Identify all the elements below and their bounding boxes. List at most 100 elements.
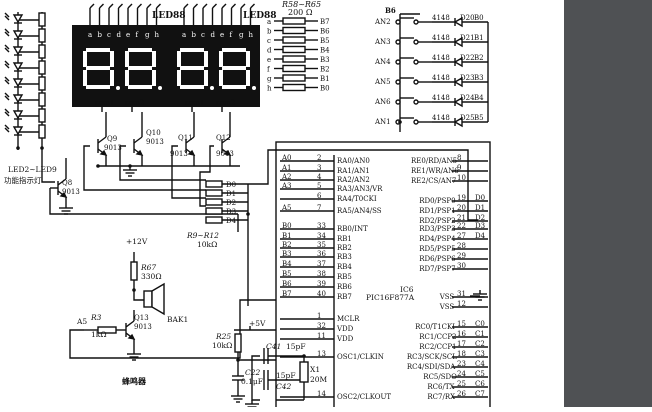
segment-bar — [204, 70, 208, 86]
button-contact — [413, 19, 419, 25]
button-contact — [395, 59, 401, 65]
display-right-label: LED88 — [243, 11, 277, 21]
segment-pin-tick — [127, 3, 133, 9]
mcu-left-pin-name: VDD — [336, 335, 354, 343]
mcu-right-pin-number: 30 — [457, 262, 466, 270]
mcu-right-pin-name: RD1/PSP1 — [419, 207, 455, 215]
q9-label: Q9 — [107, 135, 117, 143]
resistor-bank-port: B2 — [320, 66, 330, 74]
led-diode-icon — [12, 78, 24, 88]
r67-resistor — [130, 261, 138, 281]
q13-label: Q13 — [134, 314, 149, 322]
mcu-left-net: B6 — [282, 280, 292, 288]
mcu-right-pin-number: 23 — [457, 360, 466, 368]
junction-dot — [128, 164, 132, 168]
q8-drive-wire — [49, 188, 238, 215]
component-layer — [4, 12, 491, 411]
mcu-right-net: C7 — [475, 390, 485, 398]
display-left-label: LED88 — [152, 11, 186, 21]
mcu-right-pin-name: RD0/PSP0 — [419, 197, 455, 205]
right-dark-panel — [564, 0, 652, 407]
mcu-left-pin-name: OSC2/CLKOUT — [337, 393, 391, 401]
q12-base-wire — [199, 145, 214, 207]
q8-part: 9013 — [62, 188, 80, 196]
led-emission-icon — [4, 12, 10, 18]
segment-letter-right: a — [182, 31, 186, 39]
mcu-right-pin-name: RE0/RD/AN5 — [411, 157, 457, 165]
resistor-bank-resistor — [282, 45, 306, 54]
mcu-left-pin-number: 4 — [317, 173, 322, 181]
mcu-right-net: C3 — [475, 350, 485, 358]
mcu-left-net: A3 — [281, 182, 292, 190]
led-diode-icon — [12, 46, 24, 56]
button-port: B2 — [474, 54, 484, 62]
mcu-right-pin-number: 31 — [457, 290, 466, 298]
segment-letter-right: c — [201, 31, 205, 39]
mcu-right-net: D0 — [475, 194, 485, 202]
diode-icon — [453, 76, 463, 88]
segment-bar — [125, 70, 129, 86]
resistor-bank-input-letter: f — [267, 66, 271, 74]
portd-resistor — [205, 180, 223, 188]
mcu-left-net: B7 — [282, 290, 292, 298]
segment-bar — [128, 66, 152, 70]
segment-letter-left: e — [126, 31, 130, 39]
mcu-left-net: A2 — [281, 173, 292, 181]
mcu-left-pin-name: RA4/T0CKI — [337, 195, 377, 203]
mcu-right-pin-number: 15 — [457, 320, 466, 328]
mcu-left-pin-name: RA5/AN4/SS — [337, 207, 382, 215]
segment-pin-tick — [231, 3, 236, 9]
buzzer-link — [133, 290, 144, 301]
mcu-right-pin-name: RC2/CCP1 — [419, 343, 456, 351]
mcu-right-pin-number: 22 — [457, 222, 466, 230]
junction-dot — [40, 146, 44, 150]
segment-pin-tick — [118, 3, 123, 9]
resistor-bank-resistor — [282, 64, 306, 73]
junction-dot — [302, 354, 306, 358]
mcu-left-pin-name: RB7 — [337, 293, 352, 301]
mcu-right-net: C5 — [475, 370, 485, 378]
q9-base-wire — [83, 145, 206, 191]
led-emission-icon — [4, 47, 10, 53]
mcu-right-pin-number: 17 — [457, 340, 466, 348]
resistor-bank-input-letter: h — [267, 85, 272, 93]
led-emission-icon — [4, 111, 10, 117]
segment-pin-tick — [183, 3, 189, 9]
resistor-bank-resistor — [282, 55, 306, 63]
portd-resistor-value: 10kΩ — [197, 240, 217, 249]
mcu-right-pin-number: 28 — [457, 242, 466, 250]
osc-x1-value: 20M — [310, 375, 328, 384]
mcu-left-pin-number: 34 — [317, 232, 326, 240]
mcu-left-pin-number: 37 — [317, 260, 326, 268]
mcu-left-pin-number: 13 — [317, 350, 326, 358]
diode-ref: D24 — [460, 94, 475, 102]
led-diode-icon — [12, 14, 24, 24]
segment-pin-tick — [108, 3, 114, 9]
decimal-point — [210, 86, 214, 90]
mcu-left-net: B1 — [282, 232, 292, 240]
junction-dot — [96, 164, 100, 168]
mcu-left-pin-number: 35 — [317, 241, 326, 249]
mcu-left-net: B2 — [282, 241, 292, 249]
led-emission-icon — [4, 15, 10, 21]
button-port: B4 — [474, 94, 484, 102]
mcu-left-net: A0 — [281, 154, 292, 162]
junction-dot — [132, 288, 136, 292]
portd-d3: D3 — [226, 208, 236, 216]
mcu-left-pin-number: 32 — [317, 322, 326, 330]
button-contact — [413, 119, 419, 125]
led-diode-icon — [12, 126, 24, 136]
segment-bar — [86, 66, 110, 70]
r25-resistor — [234, 333, 242, 353]
mcu-right-pin-number: 16 — [457, 330, 466, 338]
led-emission-icon — [4, 108, 10, 114]
mcu-right-pin-name: RE2/CS/AN7 — [411, 177, 456, 185]
led-resistor — [38, 76, 46, 91]
q10-collector — [133, 136, 143, 144]
resistor-bank-port: B7 — [320, 18, 330, 26]
mcu-right-net: C0 — [475, 320, 485, 328]
buzzer-r3: R3 — [90, 313, 102, 322]
led-caption: 功能指示灯 — [4, 175, 42, 185]
diode-part-number: 4148 — [432, 114, 450, 122]
